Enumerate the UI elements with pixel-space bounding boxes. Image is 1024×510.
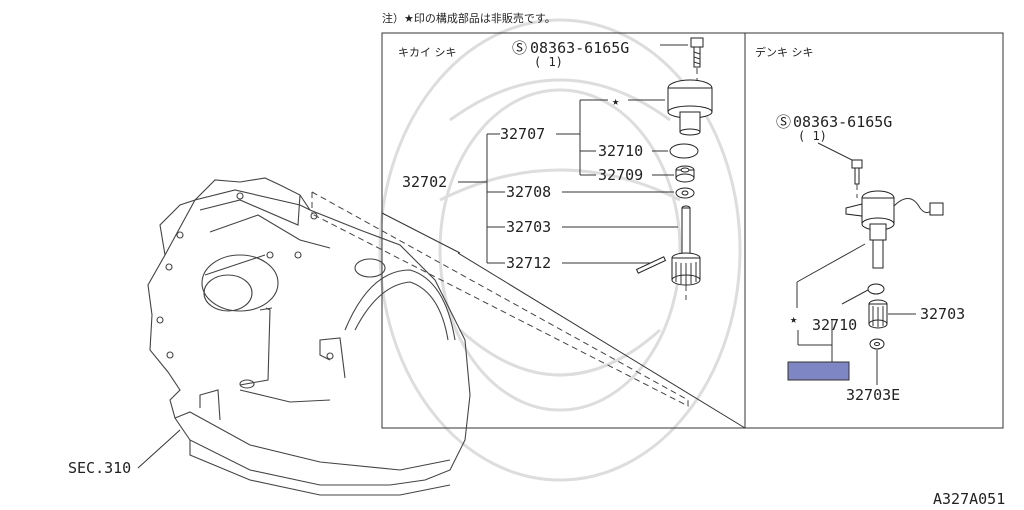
projection-dashed-outline: [311, 191, 689, 407]
note-text: 注）★印の構成部品は非販売です。: [382, 11, 556, 25]
part-32710-elec: 32710: [812, 316, 857, 334]
mech-bolt-part-number: 08363-6165G: [530, 39, 629, 57]
part-32707: 32707: [500, 125, 545, 143]
connector-drawing: [929, 202, 944, 216]
part-32703E: 32703E: [846, 386, 900, 404]
part-32712: 32712: [506, 254, 551, 272]
o-ring-drawing: [669, 143, 699, 159]
part-32702: 32702: [402, 173, 447, 191]
transmission-case-drawing: [147, 177, 471, 496]
shaft-gear-drawing: [635, 205, 701, 300]
watermark-emblem: [378, 18, 742, 482]
part-32703-mech: 32703: [506, 218, 551, 236]
vehicle-speed-sensor-drawing: [845, 190, 944, 269]
part-32709: 32709: [598, 166, 643, 184]
elec-bolt-drawing: [851, 159, 863, 198]
star-icon-elec: ★: [790, 312, 797, 326]
part-32710-mech: 32710: [598, 142, 643, 160]
mech-bolt-qty: ( 1): [534, 55, 563, 69]
mechanical-title: キカイ シキ: [398, 46, 457, 59]
gear-drawing-elec: [868, 299, 888, 329]
washer-drawing: [675, 187, 695, 199]
section-reference: SEC.310: [68, 459, 131, 477]
part-32703-elec: 32703: [920, 305, 965, 323]
bushing-drawing: [675, 165, 695, 183]
highlight-part-box: [787, 361, 850, 381]
electric-panel: [744, 32, 1004, 429]
figure-id: A327A051: [933, 490, 1005, 508]
standard-part-icon: Ⓢ: [512, 39, 527, 57]
part-32708: 32708: [506, 183, 551, 201]
standard-part-icon-elec: Ⓢ: [776, 113, 791, 131]
mech-sensor-housing-drawing: [667, 79, 713, 136]
star-icon: ★: [612, 94, 619, 108]
electric-title: デンキ シキ: [755, 45, 814, 59]
o-ring-drawing-elec: [867, 283, 885, 295]
mech-bolt-drawing: [690, 37, 704, 80]
elec-bolt-part-number: 08363-6165G: [793, 113, 892, 131]
elec-bolt-qty: ( 1): [798, 129, 827, 143]
